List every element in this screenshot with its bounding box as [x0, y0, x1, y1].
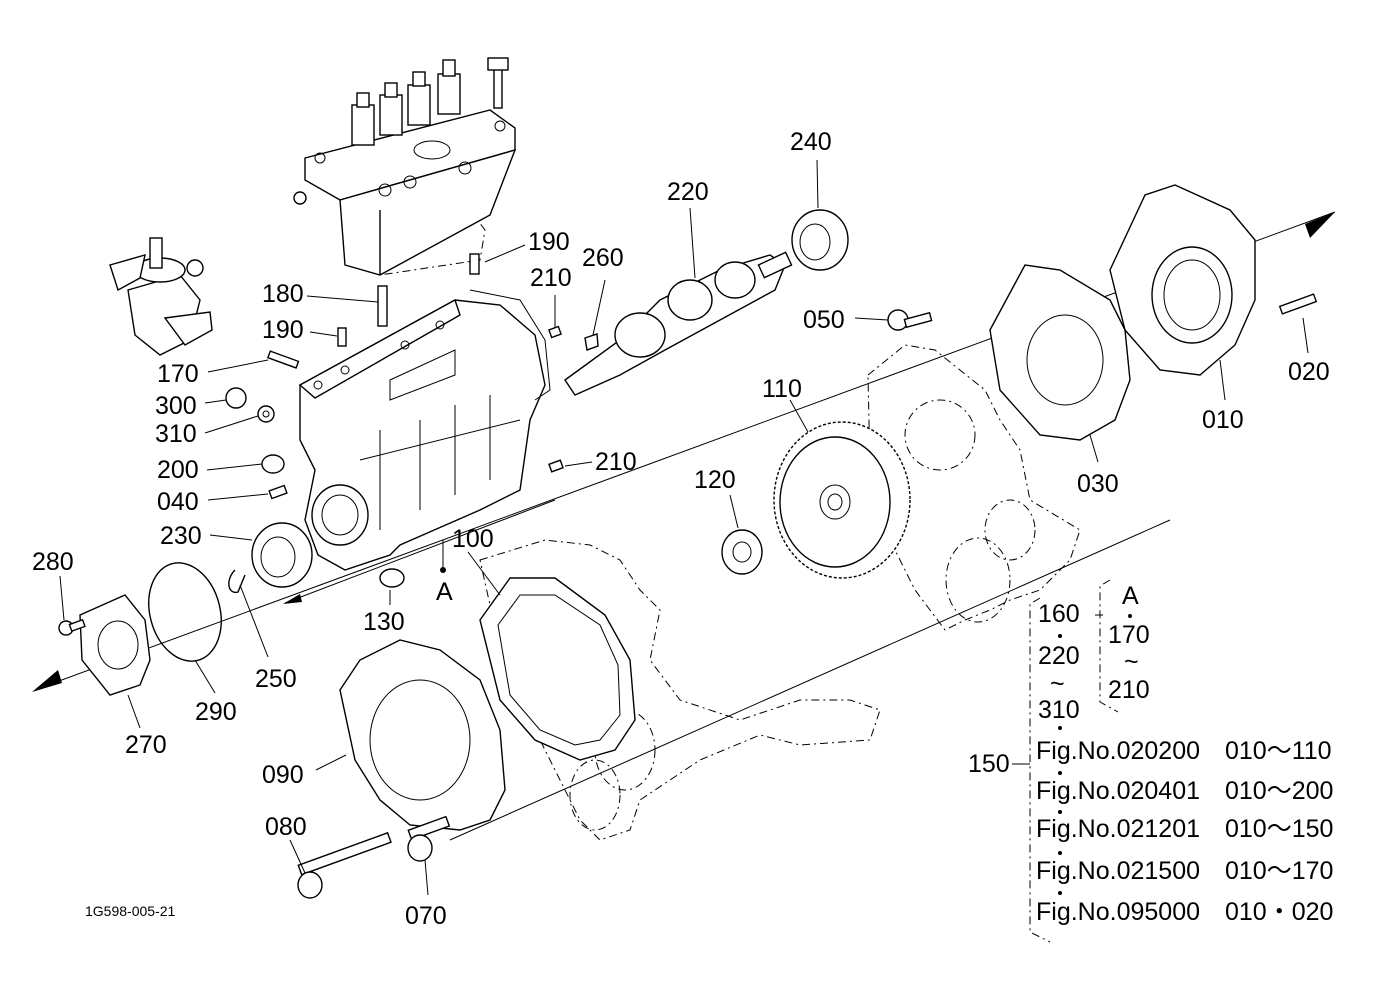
direction-arrows [32, 212, 1335, 692]
label-260: 260 [582, 244, 624, 272]
group-item-220: 220 [1038, 642, 1080, 670]
label-170: 170 [157, 360, 199, 388]
plug-300 [225, 387, 247, 409]
label-180: 180 [262, 280, 304, 308]
fig-ref-4-number: Fig.No.021500 [1036, 857, 1200, 885]
label-010: 010 [1202, 406, 1244, 434]
plug-200 [261, 454, 285, 474]
pin-190-upper [469, 253, 480, 275]
nut-120 [721, 529, 763, 575]
label-130: 130 [363, 608, 405, 636]
label-090: 090 [262, 761, 304, 789]
fig-ref-2-range: 010～200 [1225, 777, 1333, 805]
group-item-160: 160 [1038, 600, 1080, 628]
label-230: 230 [160, 522, 202, 550]
dot-310 [1058, 726, 1062, 730]
delivery-valve-holders [351, 59, 461, 146]
label-210-lower: 210 [595, 448, 637, 476]
fig-ref-5-number: Fig.No.095000 [1036, 898, 1200, 926]
group-tilde-left: ~ [1050, 670, 1065, 698]
o-ring-290 [148, 562, 222, 662]
label-100: 100 [452, 525, 494, 553]
label-050: 050 [803, 306, 845, 334]
label-120: 120 [694, 466, 736, 494]
group-tilde-right: ~ [1124, 648, 1139, 676]
bolt-070 [407, 815, 451, 862]
feed-pump [109, 237, 213, 356]
pin-180 [377, 285, 388, 327]
label-310: 310 [155, 420, 197, 448]
pin-210-upper [548, 325, 562, 339]
leader-lines [59, 159, 1309, 896]
fig-ref-3-number: Fig.No.021201 [1036, 815, 1200, 843]
injection-pump [293, 57, 517, 276]
fig-ref-2-number: Fig.No.020401 [1036, 777, 1200, 805]
fig-ref-1-number: Fig.No.020200 [1036, 737, 1200, 765]
arrow-left-icon [32, 670, 62, 692]
key-260 [584, 333, 599, 351]
label-020: 020 [1288, 358, 1330, 386]
label-030: 030 [1077, 470, 1119, 498]
bolt-280 [58, 618, 86, 636]
snap-ring-250 [228, 569, 246, 594]
part-labels: 240 220 190 260 210 180 190 170 300 310 … [32, 128, 1330, 930]
gear-110 [773, 421, 911, 579]
pin-040 [268, 484, 288, 500]
group-item-a: A [1122, 582, 1139, 610]
pin-190-lower [337, 327, 347, 347]
arrow-right-icon [1305, 212, 1335, 238]
gasket-030 [989, 264, 1131, 441]
drawing-id: 1G598-005-21 [85, 903, 176, 919]
dot-160-220 [1058, 634, 1062, 638]
label-240: 240 [790, 128, 832, 156]
bolt-050 [887, 309, 933, 331]
group-item-210: 210 [1108, 676, 1150, 704]
label-210-upper: 210 [530, 264, 572, 292]
stud-170 [266, 350, 300, 369]
label-290: 290 [195, 698, 237, 726]
label-190-lower: 190 [262, 316, 304, 344]
gasket-100 [479, 577, 636, 761]
fig-ref-5-range: 010・020 [1225, 898, 1333, 926]
arrow-small-left-icon [283, 594, 302, 604]
label-200: 200 [157, 456, 199, 484]
cover-010 [1109, 184, 1256, 376]
bearing-230 [251, 522, 313, 588]
label-250: 250 [255, 665, 297, 693]
assembly-group: 160 220 ~ 310 A 170 ~ 210 150 Fig.No.020… [968, 579, 1333, 943]
bearing-240 [791, 209, 849, 271]
group-item-310: 310 [1038, 696, 1080, 724]
label-040: 040 [157, 488, 199, 516]
small-parts [225, 253, 599, 588]
fig-ref-4-range: 010～170 [1225, 857, 1333, 885]
label-110: 110 [762, 375, 802, 403]
fig-ref-3-range: 010～150 [1225, 815, 1333, 843]
group-item-170: 170 [1108, 621, 1150, 649]
dot-a-170 [1128, 614, 1132, 618]
assembly-label-150: 150 [968, 750, 1010, 778]
pin-210-lower [548, 459, 564, 473]
cover-270 [79, 594, 151, 696]
label-080: 080 [265, 813, 307, 841]
bolt-080 [297, 831, 392, 899]
label-190-upper: 190 [528, 228, 570, 256]
cover-090 [339, 639, 506, 831]
camshaft [564, 251, 793, 396]
nut-130 [379, 568, 405, 588]
pump-housing [298, 289, 551, 571]
label-070: 070 [405, 902, 447, 930]
label-220: 220 [667, 178, 709, 206]
washer-310 [257, 405, 275, 423]
stud-020 [1278, 293, 1318, 315]
label-270: 270 [125, 731, 167, 759]
label-a: A [436, 578, 453, 606]
label-300: 300 [155, 392, 197, 420]
label-280: 280 [32, 548, 74, 576]
point-a-marker [440, 567, 446, 573]
fig-ref-1-range: 010～110 [1225, 737, 1332, 765]
